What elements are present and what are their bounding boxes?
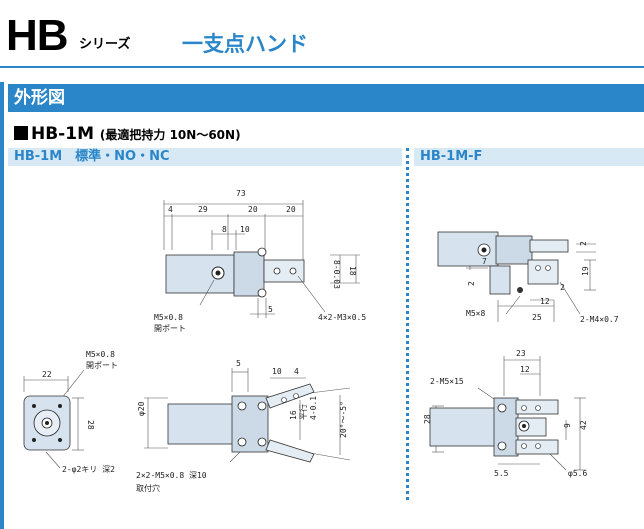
side-pin-label: 2-φ2キリ 深2 <box>62 465 115 474</box>
dim-fb-phi: φ5.6 <box>568 469 587 478</box>
series-suffix: シリーズ <box>79 37 131 52</box>
dim-angle: 20°～-5° <box>339 401 348 438</box>
header-rule <box>0 66 644 68</box>
dim-4: 4 <box>168 205 173 214</box>
dim-open-10: 10 <box>272 367 282 376</box>
dim-f-25: 25 <box>532 313 542 322</box>
dim-fb-28: 28 <box>423 414 432 424</box>
dim-open-5: 5 <box>236 359 241 368</box>
dim-open-16: 16 <box>289 410 298 420</box>
dim-5: 5 <box>268 305 273 314</box>
open-mount-label: 2×2-M5×0.8 深10 <box>136 471 207 480</box>
dim-20-a: 20 <box>248 205 258 214</box>
dim-parallel: 平行 <box>298 404 308 420</box>
dim-10: 10 <box>240 225 250 234</box>
side-port-sub: 開ポート <box>86 361 118 370</box>
dim-phi20: φ20 <box>137 401 146 416</box>
dim-f-12: 12 <box>540 297 550 306</box>
dim-8-tol: 8-0.03 <box>332 260 341 289</box>
main-port-label: M5×0.8 <box>154 313 183 322</box>
series-title: 一支点ハンド <box>182 32 308 56</box>
dim-18: 18 <box>348 266 357 276</box>
dim-fb-12: 12 <box>520 365 530 374</box>
drawing-f-bottom: 23 12 2-M5×15 28 9 42 5.5 φ5.6 <box>423 349 588 478</box>
dim-28: 28 <box>86 420 95 430</box>
panel-label-f: HB-1M-F <box>414 148 644 166</box>
model-heading: HB-1M (最適把持力 10N～60N) <box>14 124 241 145</box>
main-tap-label: 4×2-M3×0.5 <box>318 313 366 322</box>
dim-fb-5-5: 5.5 <box>494 469 509 478</box>
open-mount-sub: 取付穴 <box>136 483 160 493</box>
dim-f-7: 7 <box>482 257 487 266</box>
square-bullet-icon <box>14 126 28 140</box>
f-top-port-label: M5×8 <box>466 309 485 318</box>
side-port-label: M5×0.8 <box>86 350 115 359</box>
panel-label-standard-text: HB-1M 標準・NO・NC <box>14 149 170 164</box>
dim-fb-23: 23 <box>516 349 526 358</box>
dim-fb-42: 42 <box>579 420 588 430</box>
panel-label-standard: HB-1M 標準・NO・NC <box>8 148 402 166</box>
main-port-sub: 開ポート <box>154 324 186 333</box>
panel-label-f-text: HB-1M-F <box>420 149 483 164</box>
dim-open-4-tol: 4-0.1 <box>309 396 318 420</box>
section-title: 外形図 <box>14 88 65 108</box>
dim-open-4: 4 <box>294 367 299 376</box>
model-name: HB-1M <box>31 124 94 144</box>
dim-22: 22 <box>42 370 52 379</box>
panel-divider <box>406 148 409 500</box>
left-accent-bar <box>0 82 4 529</box>
dim-f-19: 19 <box>581 266 590 276</box>
drawing-f-top: 7 2 2 19 2 25 12 M5×8 2-M4×0.7 <box>437 231 619 324</box>
dim-8: 8 <box>222 225 227 234</box>
dim-fb-9: 9 <box>563 423 572 428</box>
dim-fb-tap: 2-M5×15 <box>430 377 464 386</box>
dim-f-2-a: 2 <box>467 281 476 286</box>
dim-20-b: 20 <box>286 205 296 214</box>
drawing-open: 5 10 4 φ20 16 平行 4-0.1 20°～-5° 2×2-M5×0.… <box>136 359 351 493</box>
section-bar: 外形図 <box>8 84 644 112</box>
drawing-main: 73 4 29 20 20 8 10 18 8-0.03 5 M5×0.8 開ポ… <box>154 189 366 333</box>
drawing-side: M5×0.8 開ポート 22 28 2-φ2キリ 深2 <box>23 350 118 474</box>
dim-f-2-c: 2 <box>560 283 565 292</box>
model-force-note: (最適把持力 10N～60N) <box>99 128 241 142</box>
dim-f-2-b: 2 <box>579 241 588 246</box>
series-code: HB <box>6 11 69 60</box>
dim-73: 73 <box>236 189 246 198</box>
f-top-tap-label: 2-M4×0.7 <box>580 315 619 324</box>
dim-29: 29 <box>198 205 208 214</box>
